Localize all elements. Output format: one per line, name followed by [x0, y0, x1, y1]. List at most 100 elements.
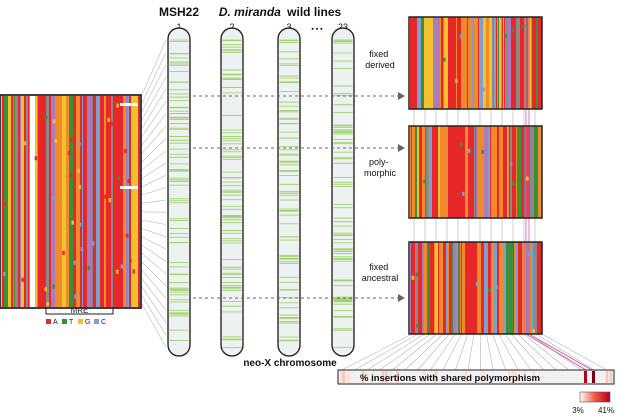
line-number-3: 3 [286, 22, 291, 32]
panel-variant [532, 329, 535, 334]
panel-column [441, 17, 443, 109]
fan-line [140, 269, 167, 299]
panel-column [478, 126, 482, 218]
alignment-variant [52, 284, 55, 289]
panel-column [521, 126, 524, 218]
panel-column [530, 126, 534, 218]
alignment-variant [78, 222, 82, 227]
alignment-column [37, 96, 38, 307]
alignment-variant [80, 247, 84, 252]
panel-column [461, 242, 462, 334]
panel-variant [482, 87, 485, 92]
chromosome-body [167, 27, 191, 357]
wild-lines-suffix: wild lines [286, 5, 341, 19]
alignment-column [62, 96, 66, 307]
fan-line [140, 113, 167, 147]
alignment-column [101, 96, 104, 307]
fan-line [140, 219, 167, 225]
panel-variant [415, 272, 419, 277]
alignment-column [83, 96, 87, 307]
arrowhead-icon [398, 294, 405, 302]
panel-column [499, 242, 503, 334]
alignment-variant [132, 269, 136, 274]
fan-line [140, 301, 167, 348]
highlight-column [524, 17, 530, 109]
alignment-column [4, 96, 8, 307]
panel-variant [443, 57, 446, 62]
legend-letter-c: C [101, 319, 106, 326]
fan-line [517, 333, 557, 371]
panel-column [446, 242, 447, 334]
alignment-column [100, 96, 101, 307]
panel-variant [504, 34, 507, 39]
panel-column [513, 242, 514, 334]
chromosome-group [167, 27, 355, 357]
fan-connectors-left [140, 39, 167, 348]
panel-column [449, 242, 451, 334]
panel-column [504, 17, 505, 109]
panel-column [417, 126, 419, 218]
arrowhead-icon [398, 144, 405, 152]
panel-column [459, 126, 461, 218]
panel-column [446, 126, 448, 218]
panel-column [457, 17, 459, 109]
alignment-column [133, 96, 136, 307]
scale-min-label: 3% [572, 406, 584, 415]
panel-column [474, 126, 475, 218]
alignment-column [66, 96, 69, 307]
panel-column [488, 242, 491, 334]
alignment-column [116, 96, 119, 307]
panel-column [450, 17, 452, 109]
panel-column [452, 17, 456, 109]
panel-column [517, 126, 521, 218]
panel-column [491, 126, 495, 218]
heat-cell [481, 371, 484, 383]
panel-column [488, 126, 490, 218]
panel-column [503, 126, 507, 218]
panel-variant [426, 46, 429, 51]
alignment-column [1, 96, 2, 307]
alignment-variant [34, 156, 38, 161]
panel-label-polymorphic: poly- morphic [364, 157, 397, 178]
panel-column [508, 126, 509, 218]
neo-x-chromosome-label: neo-X chromosome [243, 358, 337, 369]
alignment-column [28, 96, 29, 307]
heat-cell [514, 371, 517, 383]
panel-column [496, 17, 497, 109]
panel-column [455, 126, 459, 218]
panel-column [410, 126, 411, 218]
panel-column [503, 242, 506, 334]
fan-line [140, 64, 167, 114]
panel-column [440, 17, 441, 109]
panel-variant [459, 142, 463, 147]
heat-cell [519, 371, 522, 383]
alignment-column [69, 96, 73, 307]
panel-variant [509, 161, 513, 166]
panel-variant [462, 191, 465, 196]
alignment-column [55, 96, 59, 307]
panel-variant [455, 78, 458, 83]
panel-column [516, 17, 519, 109]
panel-variant [411, 275, 415, 280]
chromosome-body [331, 27, 355, 357]
line-number-2: 2 [229, 22, 234, 32]
heat-cell [381, 371, 385, 383]
heat-cell [365, 371, 369, 383]
panel-column [427, 242, 430, 334]
fan-line [140, 89, 167, 130]
panel-column [437, 17, 440, 109]
panel-column [490, 126, 491, 218]
panel-column [498, 17, 499, 109]
panel-column [514, 242, 516, 334]
heat-cell [605, 371, 609, 383]
panel-column [491, 242, 493, 334]
panel-column [421, 17, 424, 109]
panel-column [497, 126, 499, 218]
panel-column [411, 126, 412, 218]
panel-variant [467, 148, 471, 153]
chromosome-4 [331, 27, 355, 357]
alignment-column [8, 96, 11, 307]
panel-column [478, 17, 479, 109]
alignment-column [111, 96, 113, 307]
